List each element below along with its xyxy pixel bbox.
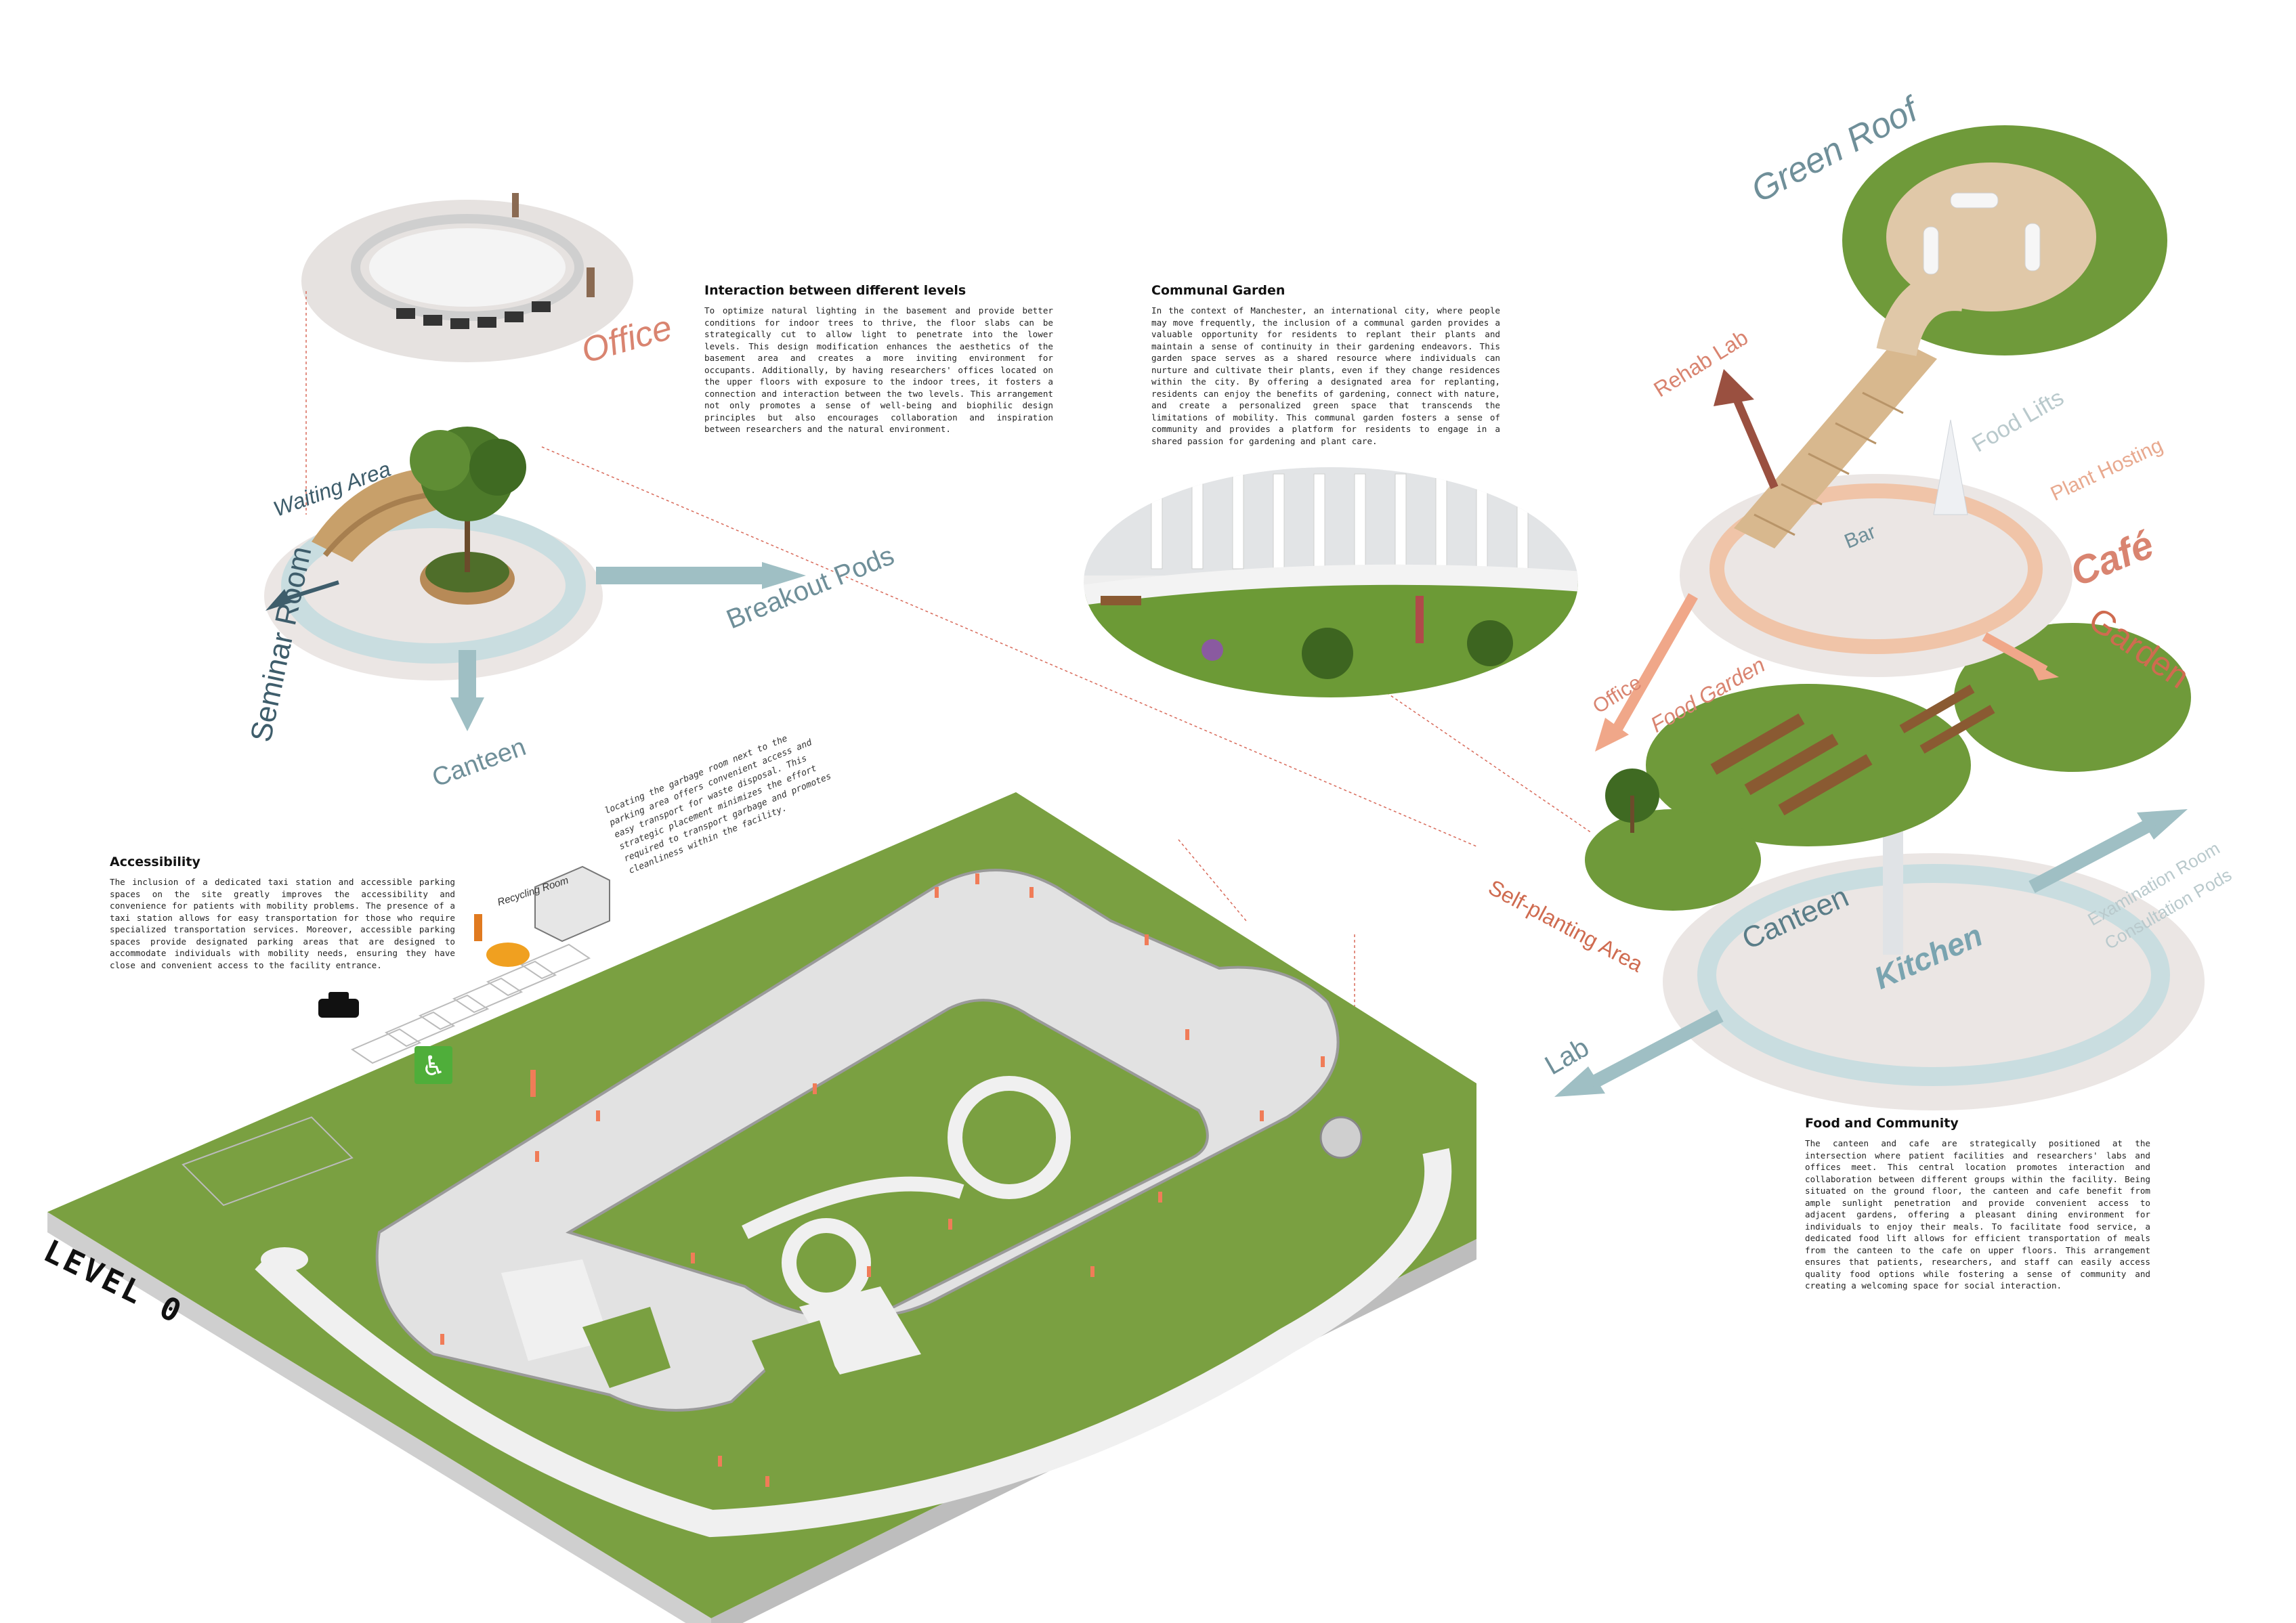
section-food: Food and Community The canteen and cafe … [1805,1116,2150,1292]
site-plan [47,792,1476,1623]
food-garden-disk [1646,684,1971,846]
communal-garden-view [1084,467,1578,697]
site-base-side [47,1212,711,1623]
arrow-lab [1554,1066,1605,1097]
cafe-ring [1709,483,2043,654]
people-markers [440,873,1325,1487]
section-food-title: Food and Community [1805,1116,1959,1131]
section-communal-title: Communal Garden [1151,283,1285,298]
arrow-seminar [265,589,291,611]
section-accessibility-body: The inclusion of a dedicated taxi statio… [110,877,455,970]
svg-text:♿: ♿ [421,1051,446,1082]
parking-area: ♿ [182,865,610,1207]
section-accessibility: Accessibility The inclusion of a dedicat… [110,854,455,971]
office-desks [396,301,551,329]
office-level-diagram [264,193,806,731]
office-ring [351,214,584,321]
taxi-icon [318,999,359,1018]
accessible-parking-icon [414,1046,452,1084]
arrow-office-right [1595,718,1629,752]
arrow-breakout [762,562,806,589]
arrow-canteen-left [450,697,484,731]
waiting-circulation-ring [281,508,586,664]
section-interaction-body: To optimize natural lighting in the base… [704,305,1053,434]
section-interaction-title: Interaction between different levels [704,283,966,298]
arrow-rehab [1714,369,1754,406]
section-communal-body: In the context of Manchester, an interna… [1151,305,1500,446]
right-stack-diagram [1554,125,2205,1110]
section-food-body: The canteen and cafe are strategically p… [1805,1138,2150,1291]
canteen-disk [1663,853,2205,1110]
inner-courtyard [566,999,1209,1318]
section-communal: Communal Garden In the context of Manche… [1151,283,1500,447]
office-people [512,193,595,297]
canteen-ring [1697,864,2170,1086]
section-accessibility-title: Accessibility [110,854,200,869]
section-interaction: Interaction between different levels To … [704,283,1053,435]
recycling-room-box [534,865,610,943]
site-path [255,1148,1452,1538]
stairs [1734,339,1937,548]
